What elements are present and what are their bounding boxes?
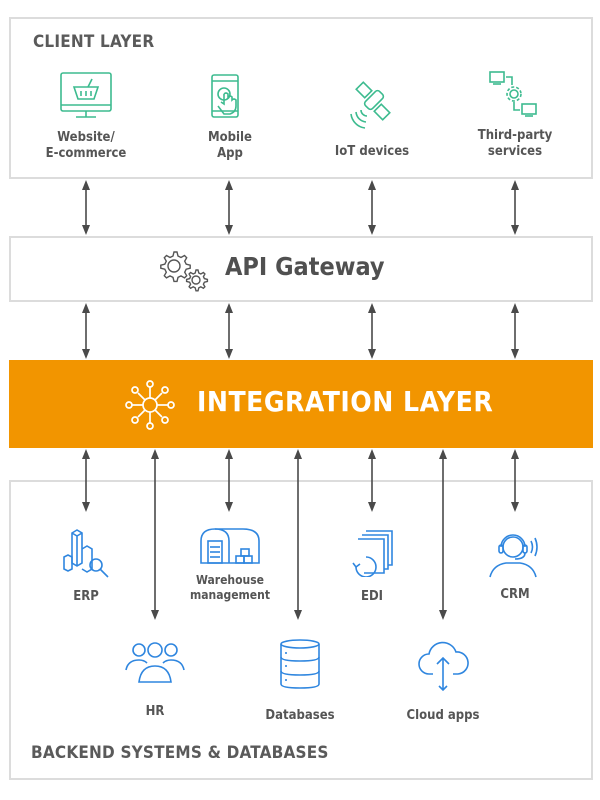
database-icon xyxy=(280,639,320,689)
backend-item-label: Cloud apps xyxy=(406,708,480,723)
arrow-gateway-integration xyxy=(225,303,233,359)
erp-chart-search-icon xyxy=(63,529,109,578)
backend-item-hr[interactable]: HR xyxy=(95,640,215,720)
client-item-website[interactable]: Website/ E-commerce xyxy=(26,72,146,162)
backend-item-databases[interactable]: Databases xyxy=(240,638,360,724)
backend-item-warehouse[interactable]: Warehouse management xyxy=(170,527,290,603)
connected-services-icon xyxy=(489,71,537,117)
backend-item-edi[interactable]: EDI xyxy=(312,527,432,605)
arrow-client-gateway xyxy=(511,180,519,235)
client-layer-box xyxy=(9,17,593,179)
api-gateway-label: API Gateway xyxy=(225,252,385,281)
client-item-label: E-commerce xyxy=(45,146,127,161)
backend-item-label: HR xyxy=(145,704,165,719)
backend-item-label: CRM xyxy=(500,587,530,602)
network-hub-icon xyxy=(125,380,175,430)
mobile-touch-icon xyxy=(211,74,239,118)
headset-agent-icon xyxy=(489,534,538,578)
backend-item-label: management xyxy=(190,588,270,602)
people-group-icon xyxy=(125,642,185,683)
arrow-gateway-integration xyxy=(368,303,376,359)
backend-layer-title: BACKEND SYSTEMS & DATABASES xyxy=(31,743,329,763)
client-item-label: App xyxy=(217,146,243,161)
integration-layer-label: INTEGRATION LAYER xyxy=(197,385,494,418)
backend-item-label: Warehouse xyxy=(196,573,264,587)
client-layer-title: CLIENT LAYER xyxy=(33,32,155,52)
edi-documents-icon xyxy=(352,530,393,577)
cloud-upload-icon xyxy=(418,641,469,692)
client-item-label: IoT devices xyxy=(334,144,410,159)
backend-item-label: EDI xyxy=(360,589,384,604)
client-item-label: Website/ xyxy=(57,130,115,145)
backend-item-erp[interactable]: ERP xyxy=(26,527,146,605)
ecommerce-monitor-icon xyxy=(60,72,112,118)
client-item-label: Mobile xyxy=(208,130,252,145)
gears-icon xyxy=(160,251,209,292)
arrow-client-gateway xyxy=(82,180,90,235)
backend-item-cloud[interactable]: Cloud apps xyxy=(383,640,503,724)
backend-item-crm[interactable]: CRM xyxy=(455,527,575,603)
client-item-mobile[interactable]: Mobile App xyxy=(170,72,290,162)
api-gateway-box[interactable] xyxy=(9,236,593,302)
satellite-icon xyxy=(350,81,391,129)
warehouse-icon xyxy=(200,528,260,564)
backend-item-label: Databases xyxy=(265,708,335,723)
arrow-client-gateway xyxy=(368,180,376,235)
arrow-gateway-integration xyxy=(82,303,90,359)
arrow-client-gateway xyxy=(225,180,233,235)
backend-item-label: ERP xyxy=(73,589,99,604)
client-item-label: services xyxy=(487,144,543,159)
arrow-gateway-integration xyxy=(511,303,519,359)
integration-layer-box[interactable] xyxy=(9,360,593,448)
backend-layer-box xyxy=(9,480,593,780)
client-item-iot[interactable]: IoT devices xyxy=(312,80,432,160)
client-item-label: Third-party xyxy=(477,128,553,143)
client-item-third-party[interactable]: Third-party services xyxy=(455,70,575,160)
